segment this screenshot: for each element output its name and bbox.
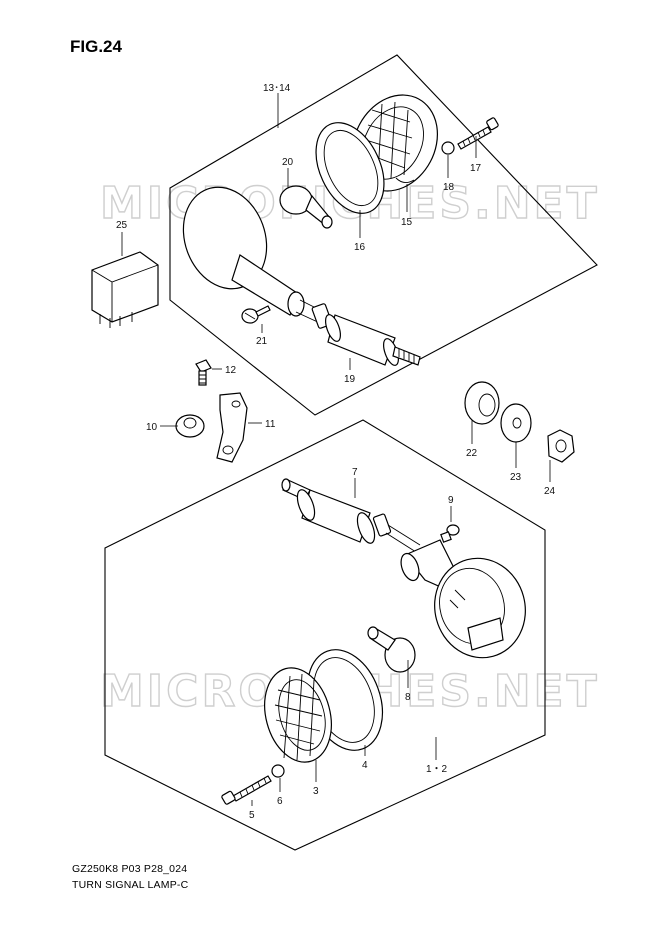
callout-10: 10: [146, 422, 158, 433]
callout-12: 12: [225, 365, 237, 376]
grommet-part-22: [464, 381, 500, 425]
callout-1-2: 1・2: [426, 764, 448, 775]
relay-part-25: [91, 251, 159, 328]
socket-part-7: [281, 478, 421, 553]
callout-7: 7: [352, 467, 358, 478]
nut-part-24: [547, 429, 575, 463]
washer-part-6: [271, 764, 285, 778]
callout-23: 23: [510, 472, 522, 483]
screw-part-5: [221, 775, 272, 805]
lens-part-3: [264, 667, 332, 763]
callout-18: 18: [443, 182, 455, 193]
callout-19: 19: [344, 374, 356, 385]
washer-part-23: [500, 403, 532, 443]
callout-25: 25: [116, 220, 128, 231]
callout-6: 6: [277, 796, 283, 807]
bulb-part-8: [367, 626, 416, 673]
callout-9: 9: [448, 495, 454, 506]
upper-assembly-outline: [169, 54, 598, 416]
callout-24: 24: [544, 486, 556, 497]
callout-22: 22: [466, 448, 478, 459]
rim-ring-part-16: [315, 122, 385, 214]
nut-part-10: [175, 414, 205, 438]
screw-part-17: [457, 117, 499, 150]
callout-5: 5: [249, 810, 255, 821]
diagram-code: GZ250K8 P03 P28_024: [72, 863, 188, 875]
callout-8: 8: [405, 692, 411, 703]
leader-lines: [121, 93, 551, 806]
callout-3: 3: [313, 786, 319, 797]
washer-part-18: [441, 141, 455, 155]
callout-4: 4: [362, 760, 368, 771]
lower-assembly-outline: [104, 419, 546, 851]
bracket-part-11: [216, 392, 248, 463]
callout-13-14: 13･14: [263, 83, 291, 94]
screw-part-9: [440, 524, 460, 543]
diagram-title: TURN SIGNAL LAMP-C: [72, 879, 189, 891]
callout-20: 20: [282, 157, 294, 168]
lamp-body-part-19: [182, 186, 421, 366]
bulb-part-20: [279, 185, 333, 229]
callout-15: 15: [401, 217, 413, 228]
bolt-part-12: [195, 359, 212, 386]
callout-11: 11: [265, 419, 276, 430]
figure-title: FIG.24: [70, 37, 123, 56]
screw-part-21: [241, 305, 271, 324]
callout-16: 16: [354, 242, 366, 253]
callout-17: 17: [470, 163, 482, 174]
callout-21: 21: [256, 336, 268, 347]
lamp-body-lower: [400, 539, 526, 659]
